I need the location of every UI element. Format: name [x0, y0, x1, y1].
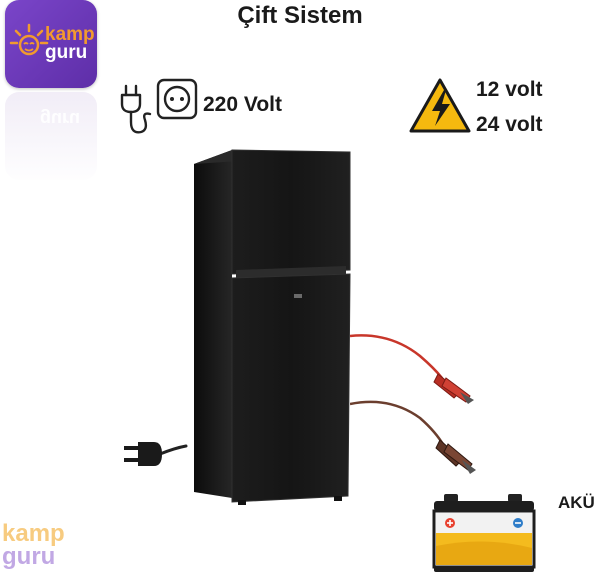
dc-voltage-24-label: 24 volt: [476, 113, 543, 136]
logo-reflection-text: guru: [40, 109, 80, 129]
fridge-door: [231, 273, 351, 503]
sun-icon: [9, 23, 49, 56]
logo-line2: guru: [45, 42, 88, 63]
refrigerator: [194, 149, 351, 505]
logo-reflection: [5, 92, 97, 180]
logo-line1: kamp: [45, 24, 95, 45]
high-voltage-warning-icon: [409, 78, 471, 133]
watermark-line2: guru: [2, 543, 56, 570]
ac-voltage-label: 220 Volt: [203, 93, 282, 116]
freezer-door: [231, 149, 351, 275]
kampguru-watermark: kamp guru: [2, 520, 65, 570]
car-battery-icon: [432, 494, 536, 572]
watermark-line1: kamp: [2, 520, 65, 547]
battery-label: AKÜ: [558, 493, 595, 512]
plug-socket-icon: [120, 78, 198, 134]
dc-voltage-12-label: 12 volt: [476, 78, 543, 101]
brown-cable-clip-icon: [350, 400, 476, 474]
page-title: Çift Sistem: [237, 2, 363, 29]
kampguru-logo: kamp guru: [5, 0, 97, 88]
power-plug-icon: [124, 442, 188, 466]
red-cable-clip-icon: [350, 334, 474, 404]
